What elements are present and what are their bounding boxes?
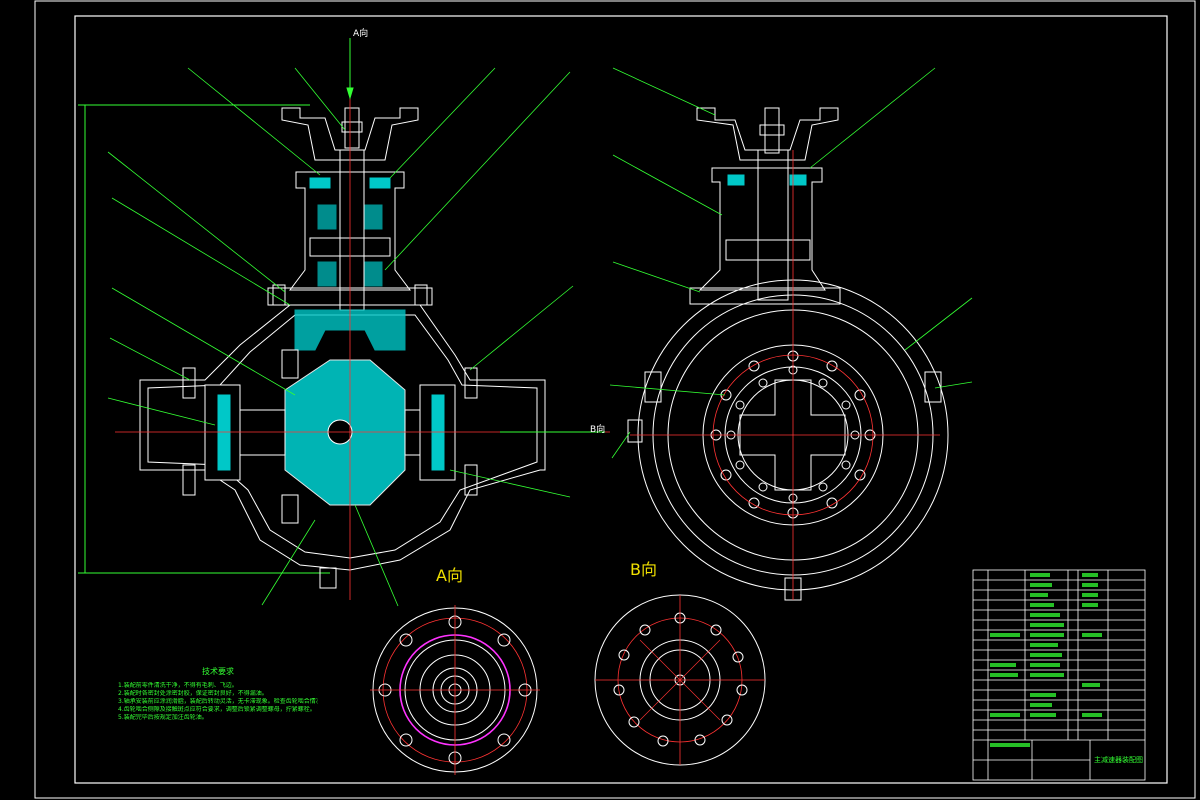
leader-lines-left bbox=[107, 67, 574, 607]
view-b-circle bbox=[594, 594, 766, 766]
outer-border bbox=[34, 0, 1196, 799]
requirement-line: 1.装配前零件清洗干净，不得有毛刺、飞边。 bbox=[118, 682, 238, 689]
requirement-line: 5.装配完毕后按规定加注齿轮油。 bbox=[118, 714, 208, 721]
technical-requirements-title: 技术要求 bbox=[202, 667, 234, 676]
view-a-label: A向 bbox=[436, 566, 463, 585]
section-view-left bbox=[78, 38, 610, 600]
arrow-a-label: A向 bbox=[353, 29, 369, 39]
view-b-label: B向 bbox=[630, 560, 657, 579]
technical-requirements: 技术要求 1.装配前零件清洗干净，不得有毛刺、飞边。 2.装配时各密封处涂密封胶… bbox=[118, 668, 318, 722]
leader-lines-right bbox=[609, 67, 973, 459]
inner-border bbox=[74, 15, 1168, 784]
side-view-right bbox=[627, 107, 949, 601]
title-block-name: 主减速器装配图 bbox=[1094, 756, 1143, 764]
arrow-b-label: B向 bbox=[590, 425, 606, 435]
view-a-circle bbox=[370, 605, 540, 775]
requirement-line: 4.齿轮啮合侧隙及接触斑点应符合要求，调整后锁紧调整螺母，拧紧螺栓。 bbox=[118, 706, 316, 713]
title-block-text-marks bbox=[990, 573, 1102, 747]
requirement-line: 2.装配时各密封处涂密封胶，保证密封良好，不得漏油。 bbox=[118, 690, 268, 697]
title-block bbox=[972, 569, 1146, 781]
requirement-line: 3.轴承安装前应涂润滑脂，装配后转动灵活，无卡滞现象。检查齿轮啮合情况。 bbox=[118, 698, 318, 705]
